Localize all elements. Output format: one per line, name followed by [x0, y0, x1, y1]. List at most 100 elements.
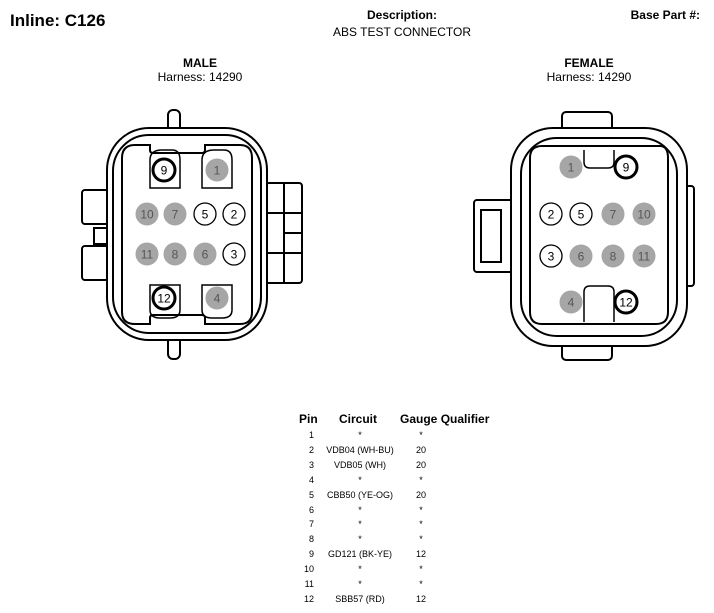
pin-circle [151, 157, 177, 183]
pin-circle [205, 286, 229, 310]
table-row: 7** [296, 519, 506, 534]
pin-circle [559, 290, 583, 314]
circuit-cell: * [358, 430, 362, 440]
female-pin-1: 1 [559, 155, 583, 179]
gauge-cell: * [419, 430, 423, 440]
male-pin-6: 6 [193, 242, 217, 266]
gauge-cell: 12 [415, 549, 426, 560]
female-connector-body [473, 111, 695, 361]
pin-circle [569, 202, 593, 226]
female-pin-8: 8 [601, 244, 625, 268]
description-label: Description: [366, 8, 437, 22]
pin-cell: 10 [303, 564, 314, 575]
circuit-cell: GD121 (BK-YE) [327, 549, 393, 560]
pin-circle [163, 202, 187, 226]
pin-cell: 9 [308, 549, 314, 560]
base-part-label: Base Part #: [630, 8, 700, 22]
page-title: Inline: C126 [10, 11, 106, 30]
pin-label: 3 [231, 248, 238, 262]
pin-label: 6 [202, 248, 209, 262]
circuit-cell: * [358, 519, 362, 530]
pin-circle [539, 244, 563, 268]
gauge-cell: * [419, 579, 423, 589]
male-pin-3: 3 [222, 242, 246, 266]
gauge-cell: * [419, 474, 423, 485]
table-row: 10** [296, 564, 506, 579]
pin-label: 5 [202, 208, 209, 222]
pin-circle [222, 242, 246, 266]
pin-label: 9 [623, 161, 630, 175]
male-pin-10: 10 [135, 202, 159, 226]
gauge-cell: * [419, 504, 423, 515]
header-gauge: Gauge [400, 412, 438, 426]
table-row: 8 * * [296, 534, 506, 549]
pin-cell: 7 [308, 519, 314, 530]
pin-label: 12 [157, 292, 171, 306]
male-pin-5: 5 [193, 202, 217, 226]
male-connector-body [81, 109, 303, 360]
pin-cell: 8 [308, 534, 314, 545]
pin-circle [613, 289, 639, 315]
pin-label: 5 [578, 208, 585, 222]
header-gauge-qualifier: Gauge Qualifier [400, 412, 489, 426]
pin-cell: 11 [304, 579, 314, 589]
pin-circle [569, 244, 593, 268]
description-value: ABS TEST CONNECTOR [332, 25, 472, 39]
pin-circle [559, 155, 583, 179]
pin-cell: 2 [308, 444, 314, 455]
male-title: MALE [183, 56, 217, 70]
pin-cell: 4 [308, 474, 314, 485]
female-pin-5: 5 [569, 202, 593, 226]
circuit-cell: * [358, 534, 362, 545]
pin-label: 3 [548, 250, 555, 264]
circuit-cell: * [358, 474, 362, 485]
pin-label: 8 [172, 248, 179, 262]
pin-circle [151, 285, 177, 311]
pin-label: 11 [141, 248, 154, 262]
female-pin-10: 10 [632, 202, 656, 226]
pin-label: 2 [548, 208, 555, 222]
circuit-cell: VDB04 (WH-BU) [326, 444, 394, 455]
male-pin-8: 8 [163, 242, 187, 266]
pin-label: 11 [638, 250, 651, 264]
pin-label: 7 [172, 208, 179, 222]
pin-cell: 3 [308, 459, 314, 470]
male-pin-7: 7 [163, 202, 187, 226]
female-harness: Harness: 14290 [546, 70, 632, 84]
pin-label: 10 [140, 208, 154, 222]
gauge-cell: * [419, 564, 423, 575]
pin-circle [601, 202, 625, 226]
pin-circle [205, 158, 229, 182]
pin-circle [222, 202, 246, 226]
pin-circle [613, 154, 639, 180]
female-pin-3: 3 [539, 244, 563, 268]
male-pin-9: 9 [151, 157, 177, 183]
pin-circle [539, 202, 563, 226]
circuit-cell: VDB05 (WH) [333, 459, 386, 470]
pin-circle [135, 242, 159, 266]
male-pin-4: 4 [205, 286, 229, 310]
gauge-cell: 20 [415, 489, 426, 500]
circuit-cell: * [358, 579, 362, 589]
table-row: 1** [296, 430, 506, 445]
table-row: 9 GD121 (BK-YE) 12 [296, 549, 506, 564]
female-pin-11: 11 [632, 244, 656, 268]
male-pin-2: 2 [222, 202, 246, 226]
pin-label: 1 [214, 164, 221, 178]
gauge-cell: 12 [415, 593, 426, 604]
gauge-cell: * [419, 534, 423, 545]
pin-circle [601, 244, 625, 268]
pin-label: 4 [214, 292, 221, 306]
pin-circle [135, 202, 159, 226]
pin-circle [193, 242, 217, 266]
pin-cell: 5 [308, 489, 314, 500]
female-pin-6: 6 [569, 244, 593, 268]
pin-circle [163, 242, 187, 266]
table-row: 4 * * [296, 475, 506, 490]
pin-label: 10 [637, 208, 651, 222]
female-pin-9: 9 [613, 154, 639, 180]
